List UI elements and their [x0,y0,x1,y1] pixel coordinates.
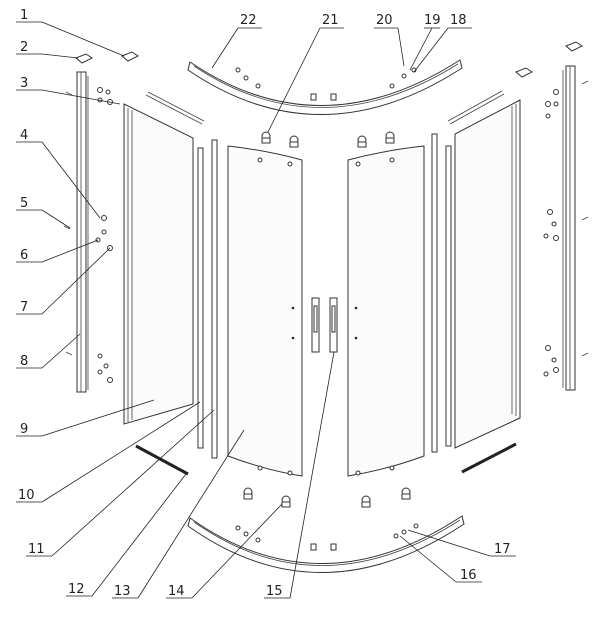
callout-6: 6 [20,248,28,263]
callout-13: 13 [114,584,131,599]
callout-18: 18 [450,13,467,28]
right-end-cap-top [515,67,533,78]
callout-labels: 1 2 3 4 5 6 7 8 9 10 11 12 13 14 15 16 1… [18,8,511,599]
left-sliding-door [227,145,303,477]
callout-1: 1 [20,8,28,23]
callout-8: 8 [20,354,28,369]
right-wall-profile [562,65,576,391]
left-wall-profile [76,71,89,393]
callout-9: 9 [20,422,28,437]
end-cap-top [121,51,139,62]
callout-12: 12 [68,582,85,597]
callout-7: 7 [20,300,28,315]
right-fixed-panel [454,99,521,449]
right-bottom-seal [461,442,517,474]
callout-2: 2 [20,40,28,55]
callout-5: 5 [20,196,28,211]
right-end-cap-side [565,41,583,52]
callout-17: 17 [494,542,511,557]
door-handles [311,297,338,353]
left-top-strip [145,94,203,125]
end-cap-side [75,53,93,64]
callout-11: 11 [28,542,45,557]
callout-16: 16 [460,568,477,583]
bottom-curved-rail [187,515,465,573]
right-wall-screws [543,80,589,377]
top-rollers [261,131,395,148]
bottom-rollers [243,487,411,508]
right-top-strip [449,93,505,125]
top-curved-rail [187,59,463,115]
callout-15: 15 [266,584,283,599]
callout-21: 21 [322,13,339,28]
right-sliding-door [347,145,425,477]
left-bottom-seal [135,444,189,476]
left-fixed-panel [123,103,194,425]
leader-lines [16,21,516,599]
left-seal-strips [197,139,218,459]
callout-19: 19 [424,13,441,28]
callout-14: 14 [168,584,185,599]
right-seal-strips [431,133,452,453]
callout-20: 20 [376,13,393,28]
callout-4: 4 [20,128,28,143]
callout-10: 10 [18,488,35,503]
callout-3: 3 [20,76,28,91]
callout-22: 22 [240,13,257,28]
